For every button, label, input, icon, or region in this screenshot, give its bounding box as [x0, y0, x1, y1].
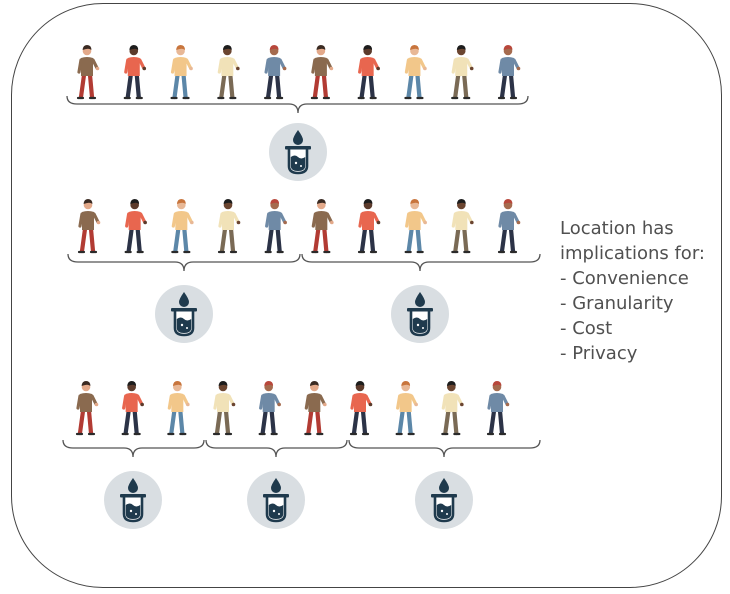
- note-heading-line-1: Location has: [560, 218, 674, 239]
- person-icon: [357, 199, 381, 254]
- person-icon: [349, 381, 373, 436]
- test-tube-icon: [104, 471, 162, 529]
- person-icon: [167, 381, 190, 436]
- note-item-convenience: - Convenience: [560, 268, 689, 289]
- test-tube-icon: [269, 123, 327, 181]
- note-heading-line-2: implications for:: [560, 243, 705, 264]
- person-icon: [264, 199, 287, 254]
- person-icon: [76, 45, 100, 100]
- diagram-frame: [11, 3, 722, 588]
- test-tube-icon: [247, 471, 305, 529]
- group-bracket: [62, 439, 205, 458]
- group-bracket: [348, 439, 541, 458]
- test-tube-icon: [391, 285, 449, 343]
- person-icon: [123, 45, 147, 100]
- person-icon: [217, 45, 240, 100]
- person-icon: [486, 381, 510, 436]
- person-icon: [77, 199, 101, 254]
- note-item-cost: - Cost: [560, 318, 613, 339]
- group-bracket: [301, 253, 541, 272]
- person-icon: [357, 45, 380, 100]
- test-tube-icon: [155, 285, 213, 343]
- person-icon: [395, 381, 418, 436]
- person-icon: [217, 199, 241, 254]
- location-note: Location has implications for: - Conveni…: [560, 216, 705, 366]
- person-icon: [304, 381, 327, 436]
- person-icon: [404, 199, 427, 254]
- group-bracket: [67, 253, 301, 272]
- person-icon: [310, 45, 334, 100]
- person-icon: [121, 381, 144, 436]
- group-bracket: [66, 95, 529, 114]
- person-icon: [75, 381, 99, 436]
- test-tube-icon: [415, 471, 473, 529]
- person-icon: [451, 45, 474, 100]
- person-icon: [311, 199, 334, 254]
- person-icon: [497, 45, 521, 100]
- person-icon: [441, 381, 464, 436]
- person-icon: [264, 45, 287, 100]
- person-icon: [212, 381, 236, 436]
- group-bracket: [205, 439, 348, 458]
- person-icon: [170, 45, 193, 100]
- note-item-granularity: - Granularity: [560, 293, 674, 314]
- person-icon: [497, 199, 521, 254]
- person-icon: [258, 381, 281, 436]
- person-icon: [124, 199, 147, 254]
- person-icon: [404, 45, 427, 100]
- note-item-privacy: - Privacy: [560, 343, 638, 364]
- person-icon: [451, 199, 474, 254]
- person-icon: [171, 199, 194, 254]
